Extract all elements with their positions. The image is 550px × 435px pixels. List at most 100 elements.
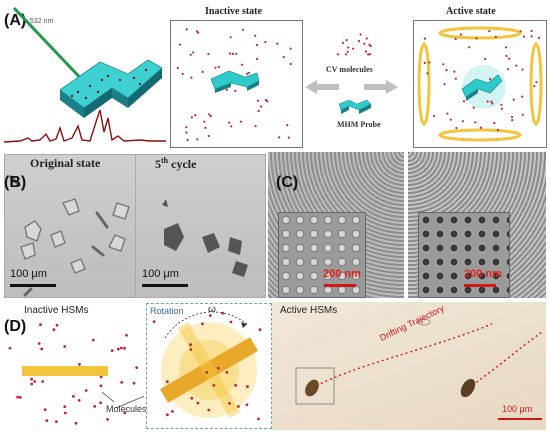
molecule-dot: [72, 395, 75, 398]
molecule-dot: [352, 47, 355, 50]
rotation-scene: [152, 311, 262, 421]
rotation-inset: [146, 303, 272, 429]
sem-inset-right: [418, 212, 510, 298]
molecule-dot: [491, 102, 494, 105]
molecule-dot: [286, 124, 289, 127]
molecule-dot: [125, 333, 128, 337]
molecule-dot: [508, 57, 511, 60]
molecule-dot: [367, 53, 370, 56]
molecule-dot: [505, 46, 508, 49]
omega-symbol: ω: [208, 304, 216, 315]
molecule-dot: [186, 138, 189, 141]
molecule-dot: [346, 50, 349, 53]
molecule-dot: [43, 408, 47, 412]
molecule-dot: [433, 114, 436, 118]
molecule-dot: [166, 413, 169, 417]
molecule-dot: [204, 126, 207, 129]
cv-molecules-label: CV molecules: [326, 65, 373, 74]
scale-label-b-left: 100 μm: [10, 268, 47, 280]
scalebar-b-right: [142, 284, 188, 287]
molecule-dot: [336, 53, 339, 56]
laser-wavelength: 532 nm: [30, 18, 54, 25]
fifth-cycle-title: 5th cycle: [155, 156, 196, 172]
molecule-dot: [365, 37, 368, 40]
molecule-dot: [225, 371, 229, 374]
active-state-box: [413, 20, 547, 148]
original-state-title: Original state: [30, 156, 101, 170]
molecule-dot: [255, 57, 259, 61]
molecule-dot: [278, 136, 281, 139]
mhm-probe-small: [338, 99, 372, 114]
molecule-dot: [537, 36, 541, 39]
inactive-state-title: Inactive state: [205, 6, 262, 17]
molecule-dot: [52, 328, 56, 332]
molecule-dot: [364, 50, 367, 53]
left-arrow-icon: [305, 80, 317, 94]
hsm-particle-right: [460, 378, 476, 398]
molecule-dot: [344, 53, 348, 56]
molecule-dot: [533, 85, 536, 88]
inactive-hsms-title: Inactive HSMs: [24, 305, 89, 316]
molecule-dot: [454, 37, 457, 40]
molecule-dot: [116, 347, 120, 351]
molecule-dot: [341, 41, 344, 44]
molecule-dot: [496, 129, 500, 132]
molecule-dot: [91, 338, 95, 342]
molecule-dot: [490, 100, 493, 103]
active-state-scene: [417, 26, 543, 142]
molecule-dot: [521, 113, 524, 116]
molecule-dot: [40, 347, 44, 351]
mhm-probe-label: MHM Probe: [337, 120, 381, 129]
molecule-dot: [190, 76, 193, 79]
molecule-dot: [208, 113, 211, 116]
sem-inset-left: [278, 212, 366, 298]
molecule-dot: [459, 33, 462, 36]
molecule-dot: [511, 119, 514, 122]
molecule-dot: [260, 105, 263, 108]
molecule-dot: [196, 401, 200, 405]
molecule-dot: [74, 421, 78, 425]
molecule-dot: [515, 64, 518, 67]
molecule-dot: [217, 65, 220, 68]
molecule-dot: [216, 366, 220, 370]
molecule-dot: [442, 63, 445, 66]
molecule-dot: [254, 125, 257, 128]
molecule-dot: [30, 382, 34, 386]
molecule-dot: [264, 40, 267, 44]
molecule-dot: [55, 420, 58, 424]
molecule-dot: [37, 342, 41, 345]
molecule-dot: [287, 136, 290, 139]
right-arrow-icon: [386, 80, 398, 94]
inactive-hsms-scene: [8, 323, 144, 425]
fifth-cycle-title-main: 5: [155, 157, 161, 171]
molecule-dot: [185, 131, 188, 134]
molecule-dot: [237, 405, 240, 408]
molecule-dot: [423, 37, 427, 40]
scale-label-b-right: 100 μm: [142, 268, 179, 280]
molecule-dot: [39, 323, 42, 327]
active-hsms-title: Active HSMs: [280, 305, 338, 316]
molecule-dot: [521, 95, 524, 98]
molecule-dot: [359, 33, 362, 36]
molecule-dot: [228, 52, 232, 55]
molecule-dot: [446, 112, 449, 115]
raman-spectrum: [3, 109, 166, 143]
molecule-dot: [472, 106, 475, 109]
molecule-dot: [486, 100, 489, 103]
molecule-dot: [225, 88, 228, 91]
molecule-dot: [246, 72, 249, 75]
rotation-label: Rotation: [150, 306, 184, 316]
molecule-dot: [176, 66, 179, 70]
molecule-dot: [214, 66, 217, 69]
molecule-dot: [519, 30, 522, 33]
inactive-state-box: [170, 20, 303, 148]
molecule-dot: [264, 98, 267, 102]
molecule-dot: [257, 109, 260, 113]
molecule-dot: [93, 405, 97, 408]
molecule-dot: [209, 115, 212, 118]
molecule-dot: [455, 126, 458, 130]
molecule-dot: [181, 72, 184, 76]
molecule-dot: [500, 103, 503, 106]
molecule-dot: [63, 345, 67, 348]
molecule-dot: [185, 28, 188, 31]
